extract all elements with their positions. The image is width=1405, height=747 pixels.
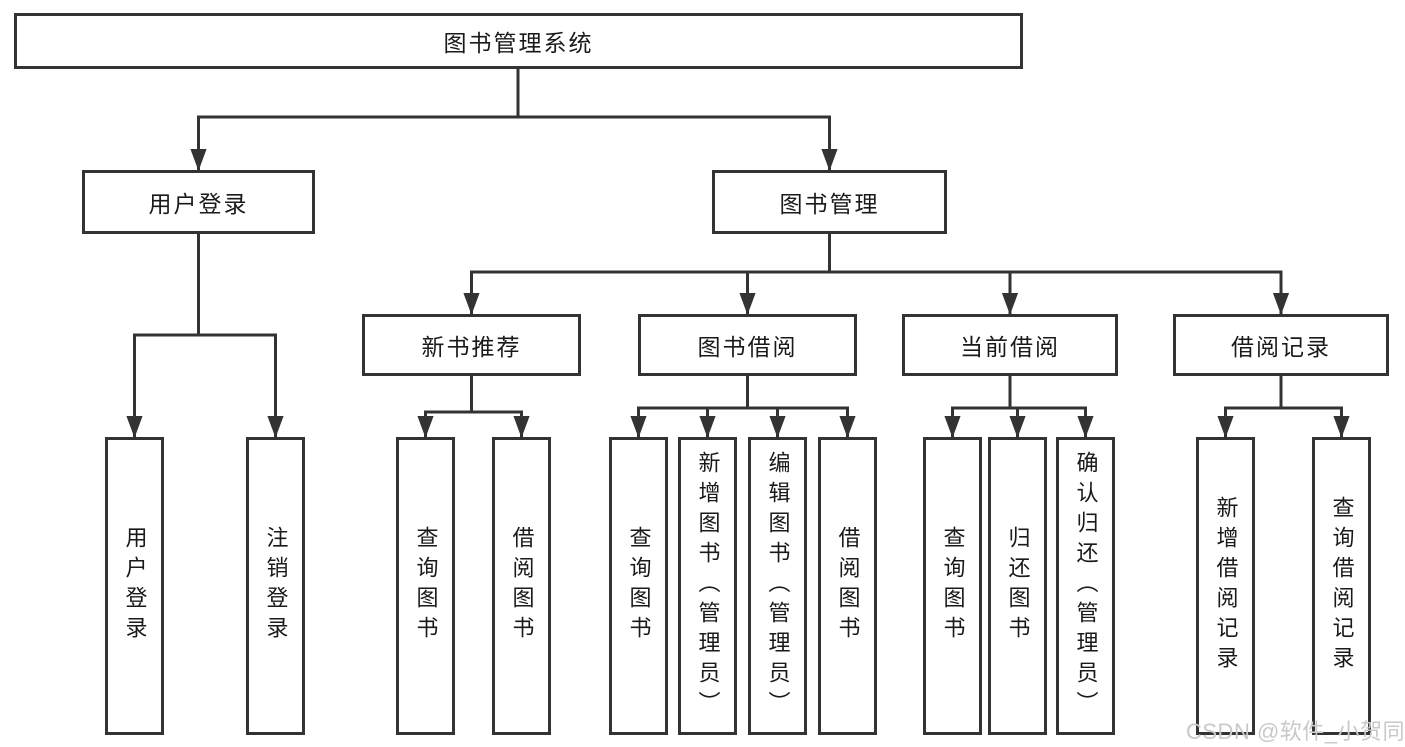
- leaf-add-borrow-record: 新增借阅记录: [1196, 437, 1255, 735]
- node-label: 借阅图书: [835, 526, 861, 646]
- leaf-borrow-books-recommend: 借阅图书: [492, 437, 551, 735]
- node-label: 图书管理系统: [443, 30, 594, 56]
- node-label: 查询借阅记录: [1329, 496, 1355, 676]
- node-label: 新增图书（管理员）: [695, 451, 721, 721]
- node-label: 用户登录: [122, 526, 148, 646]
- node-user-login: 用户登录: [82, 170, 315, 234]
- node-label: 借阅记录: [1231, 334, 1331, 360]
- leaf-confirm-return-admin: 确认归还（管理员）: [1056, 437, 1115, 735]
- node-label: 图书管理: [779, 191, 880, 217]
- node-label: 确认归还（管理员）: [1073, 451, 1099, 721]
- node-label: 查询图书: [626, 526, 652, 646]
- node-label: 新书推荐: [421, 334, 522, 360]
- leaf-borrow-books-borrow: 借阅图书: [818, 437, 877, 735]
- node-book-management: 图书管理: [712, 170, 947, 234]
- node-label: 借阅图书: [509, 526, 535, 646]
- node-label: 用户登录: [148, 191, 249, 217]
- node-current-borrowing: 当前借阅: [902, 314, 1118, 376]
- node-label: 注销登录: [263, 526, 289, 646]
- node-new-book-recommend: 新书推荐: [362, 314, 581, 376]
- node-label: 查询图书: [413, 526, 439, 646]
- leaf-query-books-borrow: 查询图书: [609, 437, 668, 735]
- leaf-edit-book-admin: 编辑图书（管理员）: [748, 437, 807, 735]
- watermark: CSDN @软件_小贺同学: [1186, 719, 1405, 744]
- leaf-return-book: 归还图书: [988, 437, 1047, 735]
- node-label: 当前借阅: [960, 334, 1060, 360]
- leaf-query-books-recommend: 查询图书: [396, 437, 455, 735]
- node-label: 编辑图书（管理员）: [765, 451, 791, 721]
- leaf-add-book-admin: 新增图书（管理员）: [678, 437, 737, 735]
- node-borrowing-records: 借阅记录: [1173, 314, 1389, 376]
- leaf-logout: 注销登录: [246, 437, 305, 735]
- node-label: 归还图书: [1005, 526, 1031, 646]
- node-label: 查询图书: [940, 526, 966, 646]
- node-label: 新增借阅记录: [1213, 496, 1239, 676]
- node-book-borrowing: 图书借阅: [638, 314, 857, 376]
- leaf-query-books-current: 查询图书: [923, 437, 982, 735]
- node-label: 图书借阅: [697, 334, 798, 360]
- leaf-user-login: 用户登录: [105, 437, 164, 735]
- leaf-query-borrow-record: 查询借阅记录: [1312, 437, 1371, 735]
- node-library-management-system: 图书管理系统: [14, 13, 1023, 69]
